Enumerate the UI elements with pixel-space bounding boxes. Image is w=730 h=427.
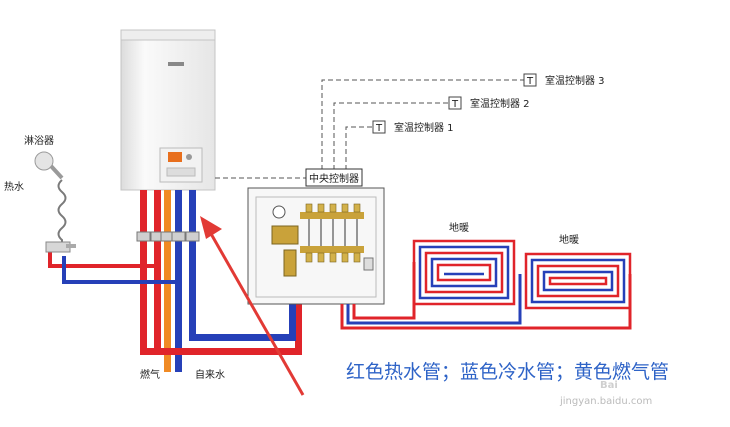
boiler — [120, 29, 216, 191]
central-controller: 中央控制器 — [305, 168, 363, 187]
valve-row — [136, 231, 200, 242]
thermostat-2: T 室温控制器 2 — [448, 96, 530, 110]
shower — [34, 151, 76, 253]
thermostat-3: T 室温控制器 3 — [523, 73, 605, 87]
thermostat-symbol: T — [375, 123, 383, 134]
shower-hose — [57, 179, 67, 244]
cold-pipe — [189, 190, 196, 340]
floor-heating-label-1: 地暖 — [449, 221, 469, 234]
floor-heating-label-2: 地暖 — [559, 233, 579, 246]
shower-hot-pipe — [48, 252, 154, 268]
floor-heating-coil-2 — [524, 252, 632, 310]
thermostat-1-label: 室温控制器 1 — [394, 121, 454, 134]
hot-supply-line — [140, 348, 302, 355]
floor-heating-coil-1 — [412, 239, 516, 306]
shower-label: 淋浴器 — [24, 134, 54, 147]
thermostat-2-label: 室温控制器 2 — [470, 97, 530, 110]
watermark-site: jingyan.baidu.com — [559, 396, 652, 407]
manifold-bar — [300, 246, 364, 253]
shower-head — [34, 151, 54, 171]
boiler-display — [168, 152, 182, 162]
mixing-pump — [271, 225, 299, 245]
central-controller-label: 中央控制器 — [309, 172, 359, 185]
thermostat-3-label: 室温控制器 3 — [545, 74, 605, 87]
watermark: Bai jingyan.baidu.com — [559, 380, 652, 407]
cold-pipe — [175, 190, 182, 372]
watermark-brand: Bai — [600, 380, 618, 391]
gas-label: 燃气 — [140, 368, 160, 381]
hot-pipe — [140, 190, 147, 355]
red-arrow — [200, 216, 305, 396]
thermostat-1: T 室温控制器 1 — [372, 120, 454, 134]
hot-pipe — [154, 190, 161, 355]
cold-supply-line — [189, 334, 296, 341]
manifold-bar — [300, 212, 364, 219]
shower-cold-pipe — [62, 256, 175, 284]
hot-water-label: 热水 — [4, 180, 24, 193]
manifold-cabinet — [247, 187, 385, 305]
boiler-logo — [168, 62, 184, 66]
tap-water-label: 自来水 — [195, 368, 225, 381]
thermostat-symbol: T — [526, 76, 534, 87]
pipe-color-caption: 红色热水管；蓝色冷水管；黄色燃气管 — [346, 361, 669, 383]
thermostat-symbol: T — [451, 99, 459, 110]
pressure-gauge — [272, 205, 286, 219]
